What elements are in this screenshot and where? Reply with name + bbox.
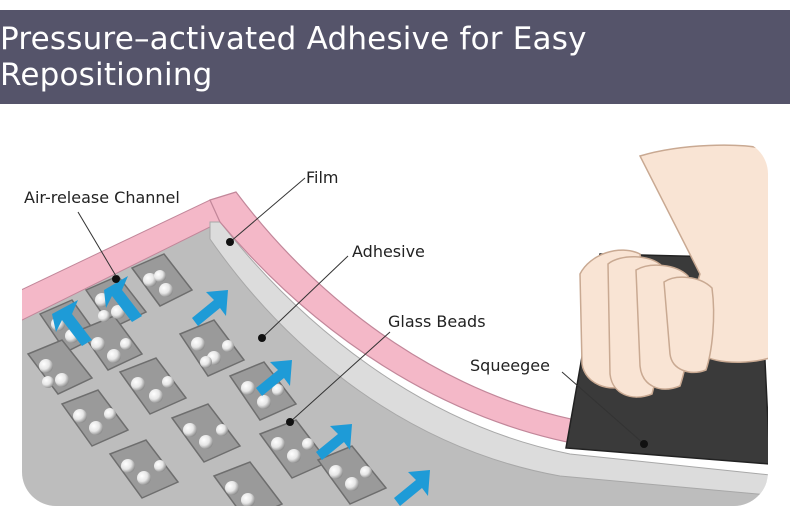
banner-title: Pressure–activated Adhesive for Easy Rep… [0,21,587,93]
adhesive-pad-grid [26,253,388,506]
label-squeegee: Squeegee [470,356,550,375]
air-channel-dot [112,275,120,283]
label-glass-beads: Glass Beads [388,312,486,331]
title-banner: Pressure–activated Adhesive for Easy Rep… [0,10,790,104]
glass-bead-cluster [39,270,372,506]
label-air-release-channel: Air-release Channel [24,188,180,207]
air-flow-arrows [52,276,430,506]
diagram-stage: Film Air-release Channel Adhesive Glass … [0,104,790,527]
callout-film [226,177,306,246]
film-layer [209,191,768,455]
adhesive-layer [209,221,768,497]
label-film: Film [306,168,339,187]
diagram-illustration [22,140,768,506]
callout-squeegee [561,371,648,448]
callout-glass-beads [286,331,391,426]
callout-adhesive [258,255,349,342]
callout-air-channel [77,211,117,277]
hand-illustration [579,144,768,398]
label-adhesive: Adhesive [352,242,425,261]
